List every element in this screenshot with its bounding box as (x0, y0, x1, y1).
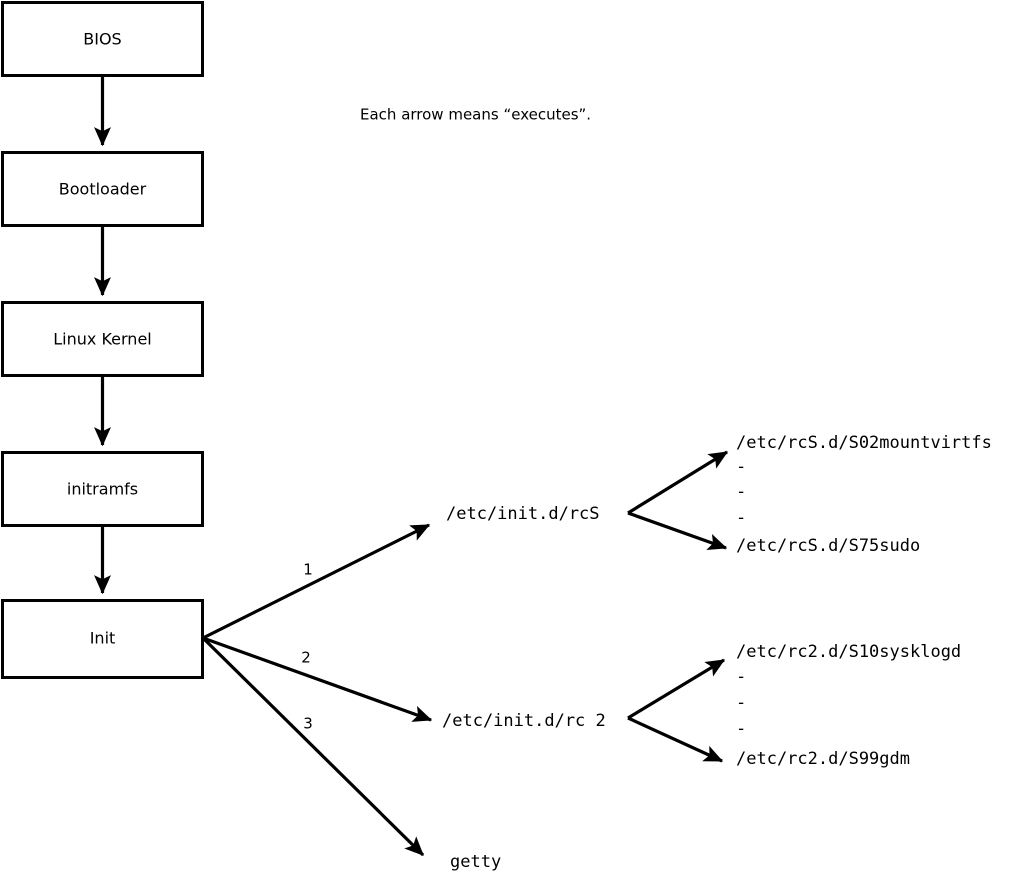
node-bootloader: Bootloader (1, 151, 204, 227)
branch-number-3: 3 (303, 715, 313, 733)
label-init-d-rcs: /etc/init.d/rcS (446, 504, 600, 524)
arrow-init-to-rc2 (202, 636, 433, 722)
node-linux-kernel: Linux Kernel (1, 301, 204, 377)
rcs-ellipsis-dash-3: - (736, 508, 746, 528)
label-rcs-first-script: /etc/rcS.d/S02mountvirtfs (736, 433, 992, 453)
arrow-rc2-to-last-script (627, 716, 724, 763)
node-initramfs-box (1, 451, 204, 527)
arrow-init-to-rcs (202, 523, 431, 640)
branch-number-1: 1 (303, 561, 313, 579)
arrow-rc2-to-first-script (627, 658, 726, 720)
node-bootloader-label: Bootloader (59, 180, 147, 199)
node-bios-label: BIOS (83, 30, 121, 49)
node-linux-kernel-box (1, 301, 204, 377)
arrow-rcs-to-last-script (627, 511, 728, 550)
label-rc2-first-script: /etc/rc2.d/S10sysklogd (736, 642, 961, 662)
node-bootloader-box (1, 151, 204, 227)
node-init-label: Init (90, 629, 116, 648)
node-bios: BIOS (1, 1, 204, 77)
node-linux-kernel-label: Linux Kernel (53, 330, 151, 349)
label-init-d-rc2: /etc/init.d/rc 2 (442, 711, 606, 731)
label-getty: getty (450, 852, 501, 872)
node-bios-box (1, 1, 204, 77)
rc2-ellipsis-dash-3: - (736, 719, 746, 739)
arrow-rcs-to-first-script (627, 450, 729, 515)
node-initramfs-label: initramfs (67, 480, 138, 499)
rc2-ellipsis-dash-1: - (736, 667, 746, 687)
node-initramfs: initramfs (1, 451, 204, 527)
node-init: Init (1, 599, 204, 679)
rc2-ellipsis-dash-2: - (736, 693, 746, 713)
rcs-ellipsis-dash-2: - (736, 482, 746, 502)
label-rc2-last-script: /etc/rc2.d/S99gdm (736, 749, 910, 769)
arrow-init-to-getty (201, 636, 425, 857)
diagram-caption: Each arrow means “executes”. (360, 106, 591, 124)
branch-number-2: 2 (301, 649, 311, 667)
node-init-box (1, 599, 204, 679)
label-rcs-last-script: /etc/rcS.d/S75sudo (736, 536, 920, 556)
rcs-ellipsis-dash-1: - (736, 457, 746, 477)
